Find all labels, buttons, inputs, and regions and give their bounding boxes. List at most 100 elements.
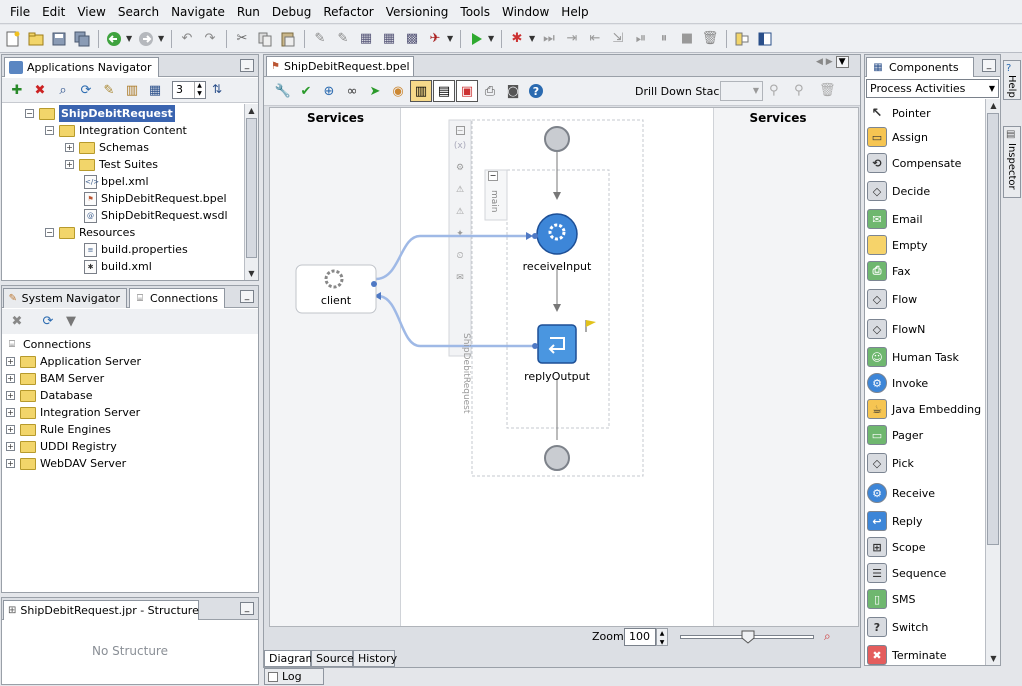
step-into-icon[interactable]: ⇥ — [566, 31, 578, 46]
expand-icon[interactable]: + — [6, 425, 15, 434]
camera-icon[interactable]: ◙ — [506, 83, 520, 99]
remove-icon[interactable]: ✖ — [34, 82, 46, 98]
component-human-task[interactable]: ☺Human Task — [867, 344, 959, 370]
trash-icon[interactable]: 🗑 — [701, 31, 719, 46]
save-icon[interactable] — [48, 28, 70, 50]
component-decide[interactable]: ◇Decide — [867, 178, 930, 204]
debug-icon[interactable]: ✱ — [511, 31, 523, 46]
scroll-thumb[interactable] — [987, 113, 999, 545]
receive-activity[interactable] — [536, 213, 578, 255]
collapse-icon[interactable]: − — [25, 109, 34, 118]
tab-system-navigator[interactable]: ✎ System Navigator — [3, 288, 127, 308]
expand-icon[interactable]: + — [65, 160, 74, 169]
deploy-icon[interactable]: ➤ — [369, 83, 381, 99]
new-icon[interactable] — [2, 28, 24, 50]
tab-inspector[interactable]: ▤ Inspector — [1003, 126, 1021, 198]
refresh-icon[interactable]: ⟳ — [42, 314, 54, 329]
applications-scrollbar[interactable]: ▲ ▼ — [244, 104, 258, 280]
clear-stack-icon[interactable]: 🗑 — [819, 83, 836, 98]
minimize-button[interactable]: _ — [982, 59, 996, 72]
drill-down-stack-select[interactable]: ▼ — [720, 81, 763, 101]
tab-scroll-arrows[interactable]: ◀ ▶ ▼ — [816, 56, 856, 73]
split-icon[interactable] — [754, 28, 776, 50]
timer-icon[interactable]: ⏲ — [456, 251, 464, 261]
event-icon[interactable]: ✦ — [456, 229, 464, 239]
component-invoke[interactable]: ⚙Invoke — [867, 370, 928, 396]
chevron-down-icon[interactable]: ▼ — [529, 34, 536, 43]
tree-item[interactable]: ⚑ ShipDebitRequest.bpel — [84, 190, 227, 207]
save-all-icon[interactable] — [71, 28, 93, 50]
zoom-input[interactable]: 100 — [624, 628, 656, 646]
spinner-arrows-icon[interactable]: ▲▼ — [194, 82, 204, 98]
component-assign[interactable]: ▭Assign — [867, 124, 928, 150]
scroll-up-icon[interactable]: ▲ — [248, 106, 255, 115]
tree-item-connection[interactable]: +BAM Server — [6, 370, 104, 387]
forward-icon[interactable] — [135, 28, 157, 50]
chevron-down-icon[interactable]: ▼ — [488, 34, 495, 43]
component-terminate[interactable]: ✖Terminate — [867, 642, 947, 665]
copy-icon[interactable] — [254, 28, 276, 50]
validate-icon[interactable]: ✔ — [300, 83, 312, 99]
layout-icon[interactable] — [731, 28, 753, 50]
messages-icon[interactable]: ✉ — [456, 273, 464, 283]
component-sms[interactable]: ▯SMS — [867, 586, 915, 612]
expand-icon[interactable]: + — [6, 442, 15, 451]
view-list-icon[interactable]: ▤ — [433, 80, 455, 102]
expand-icon[interactable]: + — [6, 459, 15, 468]
globe-icon[interactable]: ⊕ — [323, 83, 335, 99]
tab-list-icon[interactable]: ▼ — [835, 56, 849, 68]
minimize-button[interactable]: _ — [240, 59, 254, 72]
gear-icon[interactable]: ⚙ — [455, 163, 465, 173]
run-icon[interactable] — [465, 28, 487, 50]
drill-down-icon[interactable]: ⚲ — [794, 83, 804, 98]
expand-icon[interactable]: + — [6, 391, 15, 400]
menu-navigate[interactable]: Navigate — [171, 4, 225, 19]
zoom-slider-thumb[interactable] — [741, 630, 755, 644]
menu-edit[interactable]: Edit — [42, 4, 66, 19]
step-over-icon[interactable]: ⏭ — [543, 31, 555, 46]
component-java-embedding[interactable]: ☕Java Embedding — [867, 396, 981, 422]
expand-icon[interactable]: + — [65, 143, 74, 152]
tree-item-connection[interactable]: +Application Server — [6, 353, 141, 370]
resume-icon[interactable]: ⏯ — [635, 31, 647, 46]
tab-log[interactable]: Log — [264, 668, 324, 685]
tab-applications-navigator[interactable]: Applications Navigator — [4, 57, 159, 77]
properties-icon[interactable]: ✎ — [103, 82, 115, 98]
tab-bpel-editor[interactable]: ⚑ ShipDebitRequest.bpel — [266, 56, 414, 76]
component-flow[interactable]: ◇Flow — [867, 286, 917, 312]
build-all-icon[interactable]: ▦ — [382, 31, 396, 46]
collapse-icon[interactable]: − — [455, 126, 465, 135]
back-icon[interactable] — [103, 28, 125, 50]
zoom-spinner-icon[interactable]: ▲▼ — [656, 628, 668, 646]
paste-icon[interactable] — [277, 28, 299, 50]
cut-icon[interactable]: ✂ — [236, 31, 248, 46]
chevron-down-icon[interactable]: ▼ — [447, 34, 454, 43]
sort-icon[interactable]: ⇅ — [212, 82, 223, 96]
component-empty[interactable]: Empty — [867, 232, 927, 258]
level-spinner[interactable]: 3 — [172, 81, 206, 99]
scroll-down-icon[interactable]: ▼ — [990, 654, 997, 663]
tree-item[interactable]: </> bpel.xml — [84, 173, 149, 190]
print-icon[interactable]: ⎙ — [484, 83, 496, 99]
palette-icon[interactable]: ◉ — [392, 83, 404, 99]
process-start-icon[interactable] — [544, 126, 570, 152]
expand-icon[interactable]: + — [6, 408, 15, 417]
tree-item-connection[interactable]: +Integration Server — [6, 404, 140, 421]
menu-search[interactable]: Search — [117, 4, 160, 19]
menu-view[interactable]: View — [77, 4, 106, 19]
scroll-up-icon[interactable]: ▲ — [990, 101, 997, 110]
component-receive[interactable]: ⚙Receive — [867, 480, 935, 506]
scroll-down-icon[interactable]: ▼ — [248, 269, 255, 278]
chevron-down-icon[interactable]: ▼ — [158, 34, 165, 43]
variables-icon[interactable]: (x) — [453, 141, 467, 151]
menu-run[interactable]: Run — [236, 4, 260, 19]
tree-item[interactable]: − Integration Content — [45, 122, 187, 139]
scroll-thumb[interactable] — [246, 118, 257, 258]
component-flown[interactable]: ◇FlowN — [867, 316, 925, 342]
tab-diagram[interactable]: Diagram — [264, 650, 316, 667]
rebuild-icon[interactable]: ✎ — [337, 31, 349, 46]
tree-item-connections-root[interactable]: ⌸ Connections — [5, 336, 91, 353]
fault-icon[interactable]: ⚠ — [455, 185, 465, 195]
binoculars-icon[interactable]: ∞ — [346, 83, 358, 99]
compensation-icon[interactable]: ⚠ — [455, 207, 465, 217]
